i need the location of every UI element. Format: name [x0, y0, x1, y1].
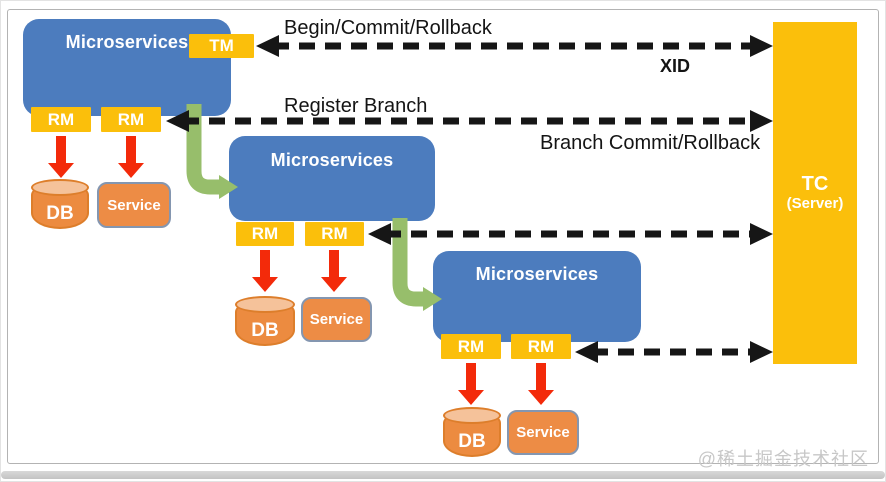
- window-bottom-edge: [1, 471, 885, 479]
- service-box-3: Service: [507, 410, 579, 455]
- database-cylinder-1: DB: [31, 179, 89, 229]
- database-1-top: [31, 179, 89, 196]
- microservices-3-rm-1: RM: [441, 334, 501, 359]
- edge-label-xid: XID: [660, 56, 691, 76]
- edge-label-register-branch: Register Branch: [284, 95, 428, 117]
- watermark: @稀土掘金技术社区: [697, 449, 869, 469]
- microservices-3-label: Microservices: [475, 264, 599, 284]
- database-cylinder-2: DB: [235, 296, 295, 346]
- edge-label-branch-commit-rollback: Branch Commit/Rollback: [540, 132, 761, 154]
- microservices-2-label: Microservices: [270, 150, 394, 170]
- microservices-box-2: Microservices: [229, 136, 435, 221]
- tm-badge: TM: [189, 34, 254, 58]
- microservices-1-rm-1: RM: [31, 107, 91, 132]
- service-box-2: Service: [301, 297, 372, 342]
- microservices-1-label: Microservices: [65, 32, 189, 52]
- service-box-1: Service: [97, 182, 171, 228]
- microservices-2-rm-1: RM: [236, 222, 294, 246]
- microservices-1-rm-2: RM: [101, 107, 161, 132]
- microservices-box-3: Microservices: [433, 251, 641, 342]
- microservices-2-rm-2: RM: [305, 222, 364, 246]
- tc-label: TC: [801, 173, 829, 195]
- database-1-label: DB: [46, 203, 74, 224]
- database-3-label: DB: [458, 431, 486, 452]
- database-3-top: [443, 407, 501, 424]
- edge-label-begin-commit-rollback: Begin/Commit/Rollback: [284, 17, 492, 39]
- database-2-label: DB: [251, 320, 279, 341]
- microservices-3-rm-2: RM: [511, 334, 571, 359]
- tc-sublabel: (Server): [786, 195, 844, 212]
- database-2-top: [235, 296, 295, 313]
- database-cylinder-3: DB: [443, 407, 501, 457]
- tc-server-box: TC (Server): [773, 22, 857, 364]
